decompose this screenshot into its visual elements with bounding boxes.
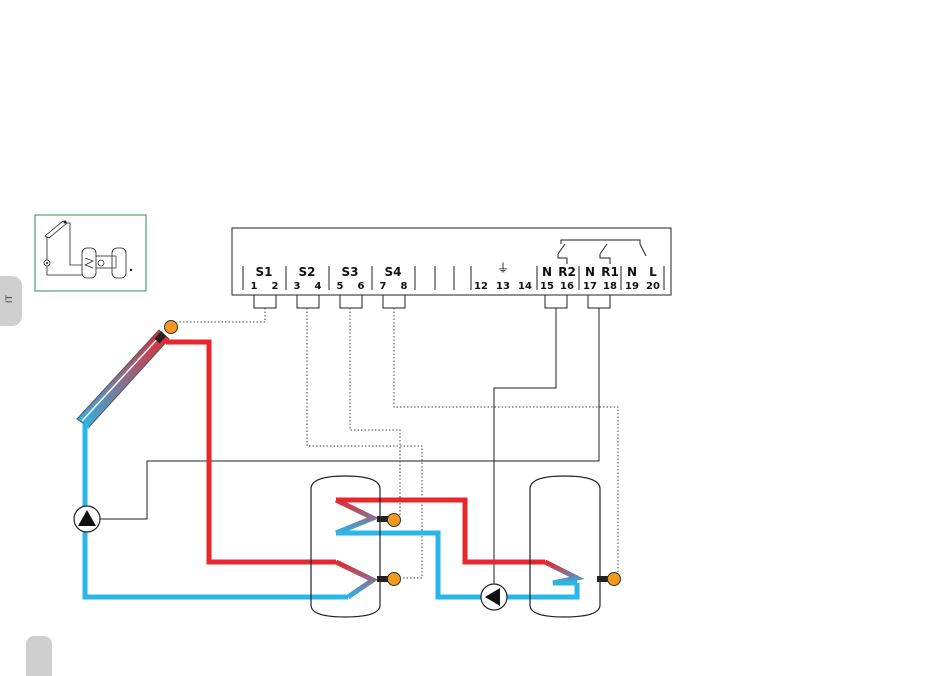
relay-label-n1: N [542,265,552,279]
heat-exchanger-coils [336,500,577,597]
terminal-2: 2 [272,281,279,292]
tank-1-top-sensor [388,514,401,527]
terminal-15: 15 [540,281,554,292]
solar-pump [74,506,100,532]
relay-cable-r2 [494,308,556,597]
terminal-13: 13 [496,281,510,292]
relay-label-r2: R2 [558,265,576,279]
terminal-5: 5 [337,281,344,292]
transfer-return-pipe [336,533,577,597]
tank-sensors [377,514,621,586]
terminal-14: 14 [518,281,532,292]
collector-return-pipe [85,426,348,597]
sensor-label-s3: S3 [342,265,359,279]
cold-pipes [85,426,577,597]
second-tank-coil [545,562,577,583]
terminal-16: 16 [560,281,574,292]
terminal-6: 6 [358,281,365,292]
controller-terminal-block: S1 S2 S3 S4 1 2 3 4 5 6 7 8 ⏚ 12 13 14 N… [232,228,671,295]
terminal-brackets [254,295,610,308]
lower-tank-coil [336,562,373,597]
terminal-17: 17 [583,281,597,292]
terminal-8: 8 [401,281,408,292]
sensor-cable-s3 [350,308,400,519]
terminal-4: 4 [315,281,322,292]
relay-label-r1: R1 [601,265,619,279]
relay-label-n2: N [585,265,595,279]
terminal-18: 18 [603,281,617,292]
sensor-label-s1: S1 [256,265,273,279]
sensor-cable-s4 [394,308,618,578]
tank-2-sensor [608,573,621,586]
collector-sensor [165,321,178,334]
relay-label-n3: N [627,265,637,279]
solar-collector [77,321,178,428]
terminal-3: 3 [294,281,301,292]
transfer-pump [481,584,507,610]
sensor-cable-s2 [307,308,422,578]
terminal-1: 1 [251,281,258,292]
relay-label-l: L [649,265,657,279]
terminal-20: 20 [646,281,660,292]
system-overview-thumbnail [35,215,146,291]
terminal-12: 12 [474,281,488,292]
sensor-label-s4: S4 [385,265,402,279]
sensor-cable-s1 [177,308,265,322]
upper-tank-coil [336,500,373,533]
hot-pipes [166,342,545,562]
sensor-cables [177,308,618,578]
ground-symbol: ⏚ [497,261,509,275]
terminal-19: 19 [625,281,639,292]
terminal-7: 7 [380,281,387,292]
sensor-label-s2: S2 [299,265,316,279]
tank-1-bottom-sensor [388,573,401,586]
